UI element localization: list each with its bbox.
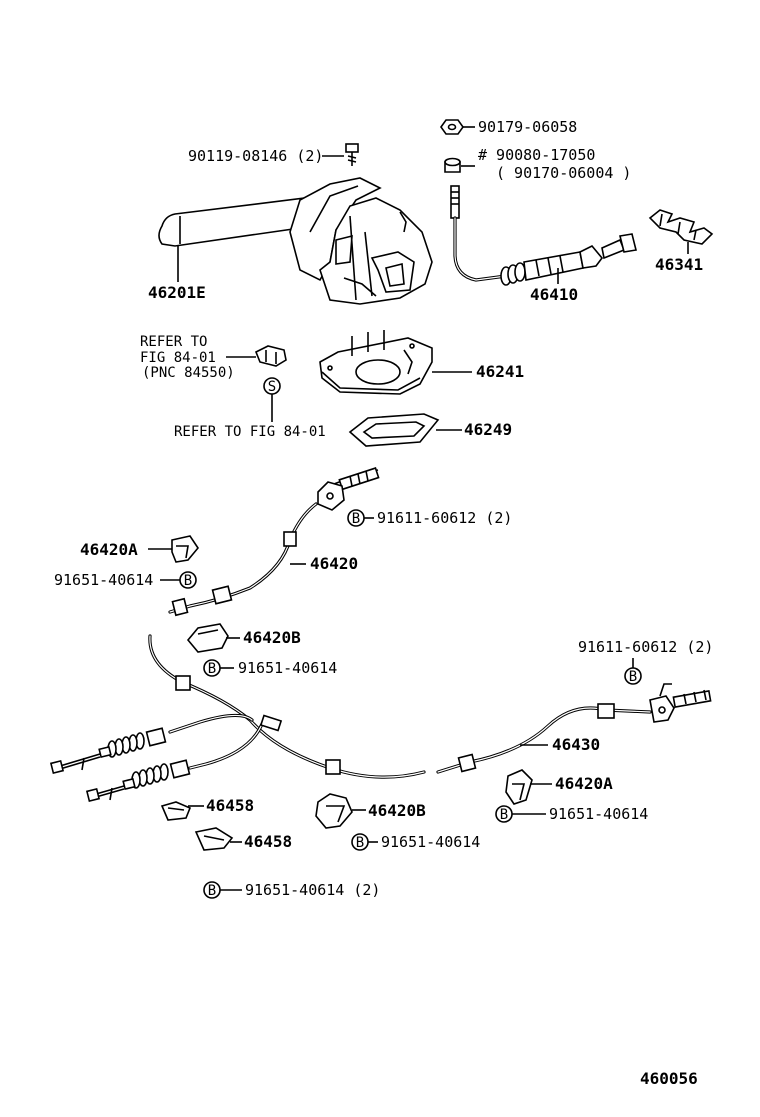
label-refer-1c: (PNC 84550) <box>142 365 235 381</box>
clamp-46420a-left <box>171 535 199 563</box>
bolt-90119 <box>345 143 359 166</box>
label-bolt-91611-a: 91611-60612 (2) <box>377 509 512 527</box>
label-clamp-b-upper: 46420B <box>243 628 301 647</box>
circle-b-mark-6: B <box>351 833 369 851</box>
figure-number: 460056 <box>640 1069 698 1088</box>
front-cable-46410 <box>450 185 637 286</box>
rear-cable-46430 <box>436 683 712 774</box>
label-refer-1a: REFER TO <box>140 334 207 350</box>
circle-b-mark-1: B <box>347 509 365 527</box>
circle-b-mark-3: B <box>203 659 221 677</box>
boot-46249 <box>348 413 440 447</box>
circle-b-mark-5: B <box>495 805 513 823</box>
circle-b-text-3: B <box>208 661 216 677</box>
clip-46458-lower <box>194 827 234 851</box>
label-bolt-91651-mid: 91651-40614 <box>238 659 337 677</box>
circle-s-text: S <box>268 379 276 395</box>
label-clamp-a-right: 46420A <box>555 774 613 793</box>
circle-b-mark-4: B <box>624 667 642 685</box>
label-clamp-a-left: 46420A <box>80 540 138 559</box>
circle-s-mark: S <box>263 377 281 395</box>
plate-46241 <box>319 330 433 395</box>
circle-b-text-2: B <box>184 573 192 589</box>
label-refer-2: REFER TO FIG 84-01 <box>174 424 326 440</box>
clamp-46420a-right <box>505 769 533 805</box>
label-lever: 46201E <box>148 283 206 302</box>
label-bolt-top: 90119-08146 (2) <box>188 147 323 165</box>
label-bolt-91651-bottom: 91651-40614 (2) <box>245 881 380 899</box>
label-clip-458-lower: 46458 <box>244 832 292 851</box>
circle-b-text-5: B <box>500 807 508 823</box>
washer-90080 <box>444 157 461 173</box>
circle-b-text-1: B <box>352 511 360 527</box>
circle-b-text-7: B <box>208 883 216 899</box>
clamp-46420b-lower <box>315 793 353 829</box>
label-washer-2: ( 90170-06004 ) <box>496 164 631 182</box>
lower-cable-assembly <box>49 634 426 803</box>
clip-46458-upper <box>160 801 192 821</box>
clip-46341 <box>648 209 714 245</box>
label-bolt-91651-lower: 91651-40614 <box>381 833 480 851</box>
circle-b-mark-2: B <box>179 571 197 589</box>
label-front-cable: 46410 <box>530 285 578 304</box>
label-bolt-91611-b: 91611-60612 (2) <box>578 638 713 656</box>
label-plate: 46241 <box>476 362 524 381</box>
label-washer-1: # 90080-17050 <box>478 146 595 164</box>
label-refer-1b: FIG 84-01 <box>140 350 216 366</box>
circle-b-mark-7: B <box>203 881 221 899</box>
label-cable-left: 46420 <box>310 554 358 573</box>
label-clip-458-upper: 46458 <box>206 796 254 815</box>
label-cable-right: 46430 <box>552 735 600 754</box>
circle-b-text-4: B <box>629 669 637 685</box>
circle-b-text-6: B <box>356 835 364 851</box>
label-nut-top: 90179-06058 <box>478 118 577 136</box>
label-clip-46341: 46341 <box>655 255 703 274</box>
switch-part <box>254 345 287 367</box>
label-bolt-91651-right: 91651-40614 <box>549 805 648 823</box>
rear-cable-46420 <box>168 467 380 617</box>
label-bolt-91651-left: 91651-40614 <box>54 571 153 589</box>
parking-brake-lever <box>158 177 433 305</box>
label-clamp-b-lower: 46420B <box>368 801 426 820</box>
label-boot: 46249 <box>464 420 512 439</box>
nut-90179 <box>440 119 464 135</box>
clamp-46420b-upper <box>186 623 229 653</box>
